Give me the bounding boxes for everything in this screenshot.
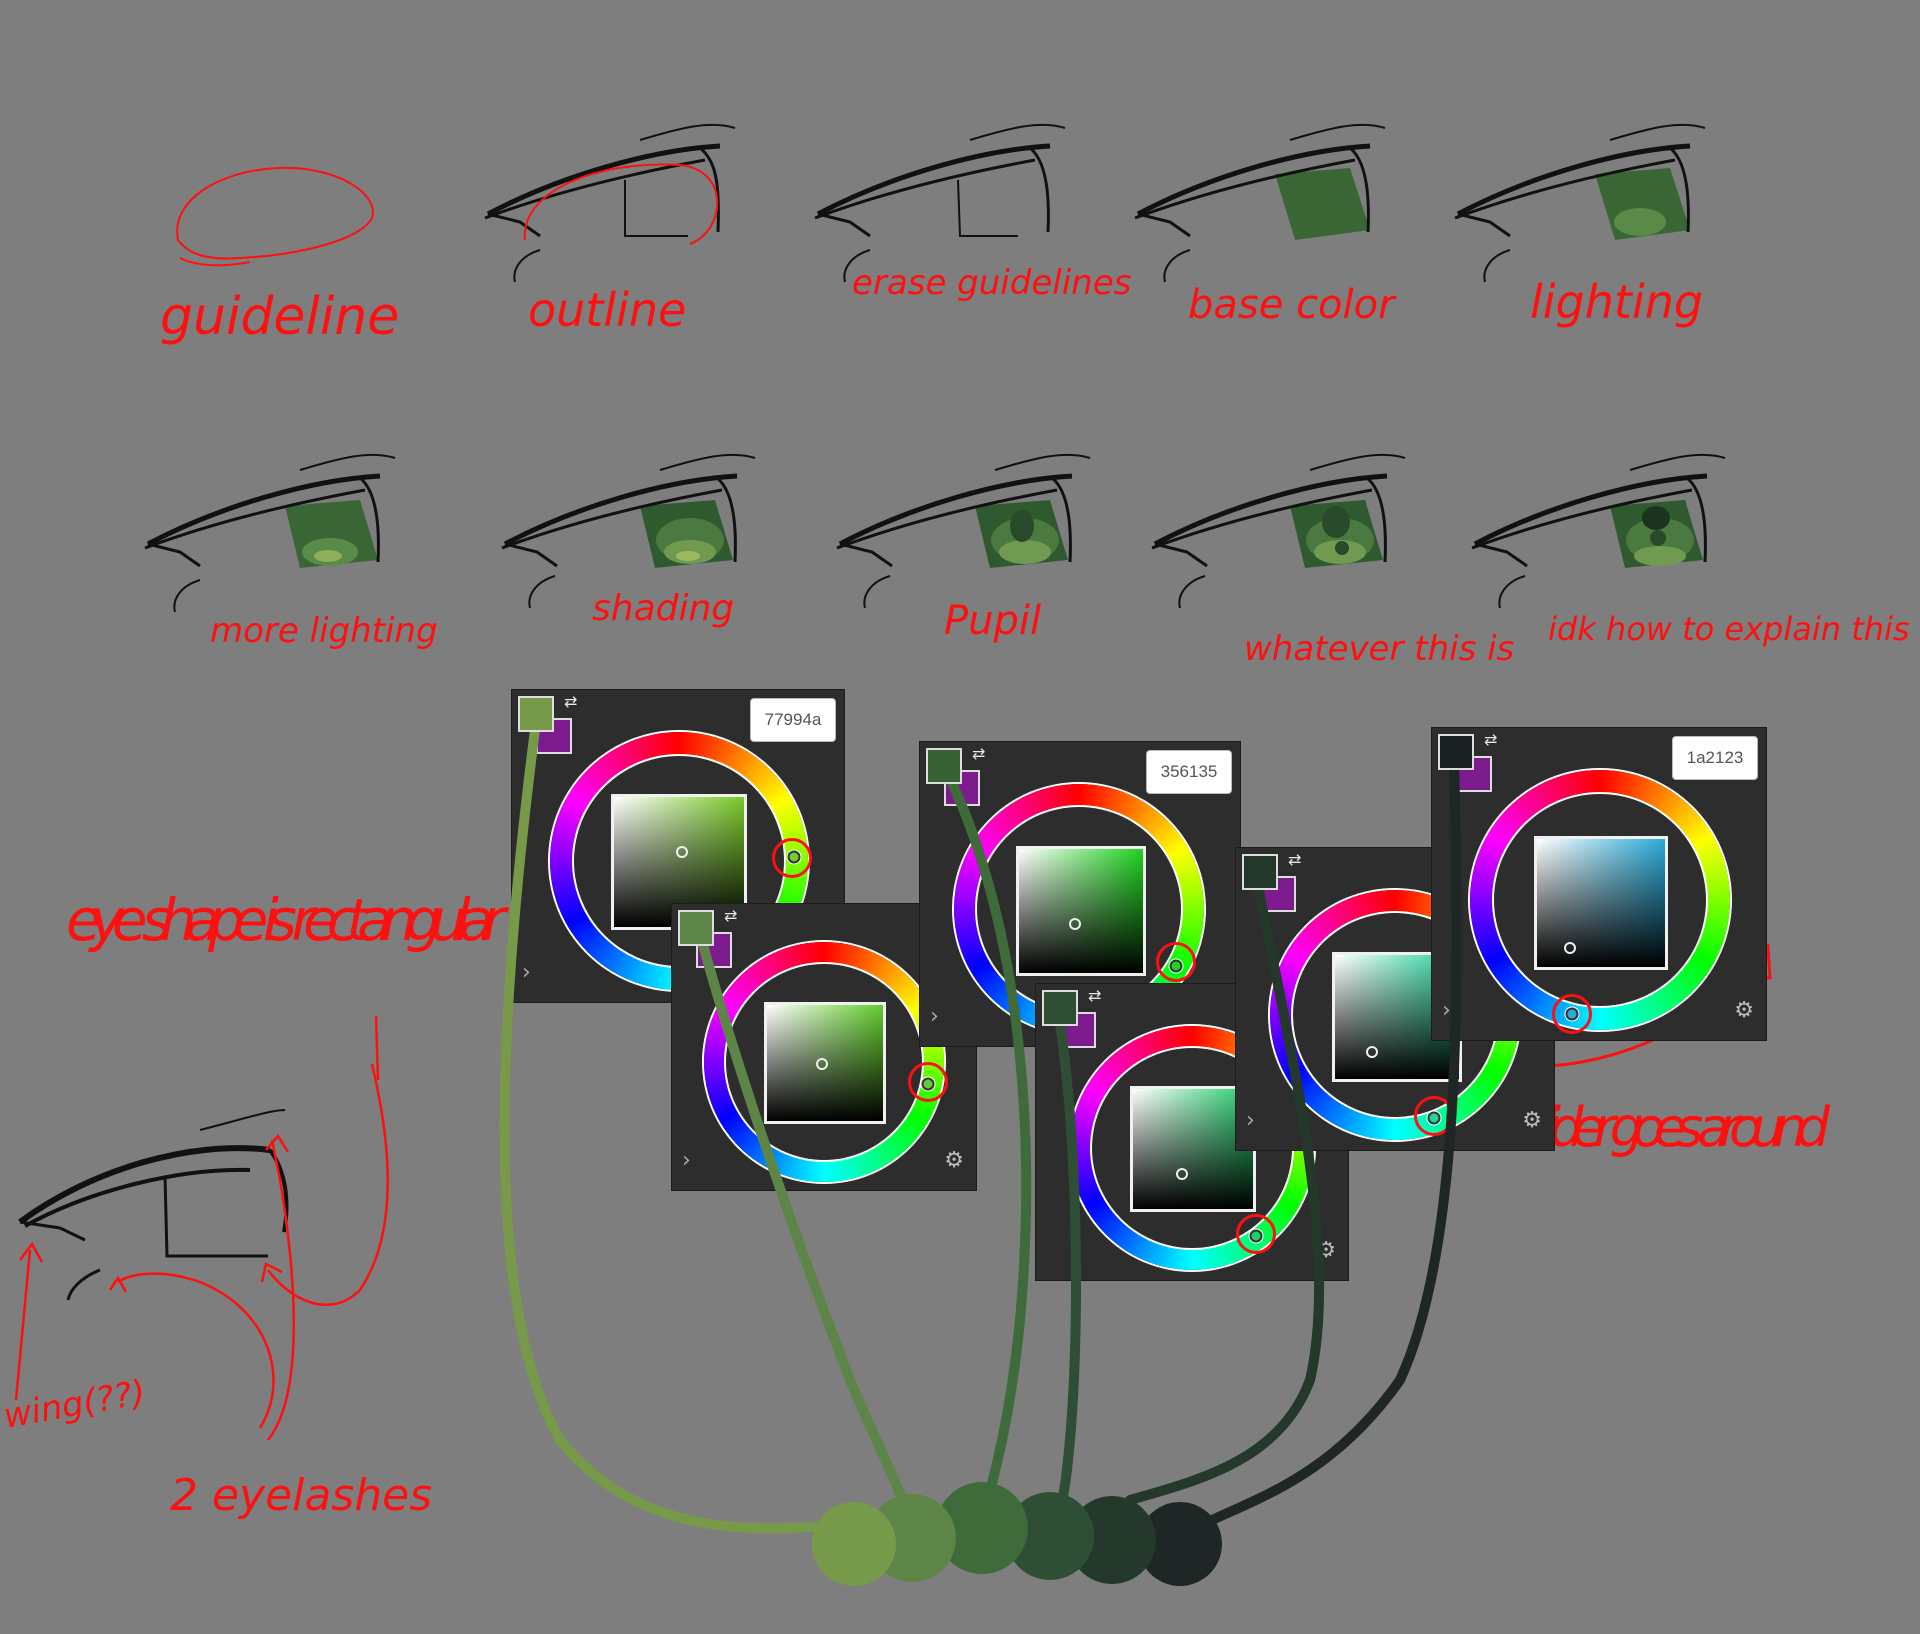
primary-color-swatch[interactable] [926,748,962,784]
swap-icon[interactable]: ⇄ [724,906,738,925]
label-whatever: whatever this is [1244,629,1514,669]
label-erase-guidelines: erase guidelines [852,263,1131,303]
sv-cursor[interactable] [676,846,688,858]
note-eyelashes: 2 eyelashes [170,1470,432,1521]
sv-black-layer [1537,839,1665,967]
eye-step-base-color [1134,123,1386,283]
primary-color-swatch[interactable] [1042,990,1078,1026]
label-more-lighting: more lighting [210,611,438,651]
eye-step-outline [484,123,736,283]
primary-color-swatch[interactable] [1438,734,1474,770]
eye-step-erase [814,123,1066,283]
swap-icon[interactable]: ⇄ [564,692,578,711]
label-shading: shading [592,588,734,629]
gear-icon[interactable]: ⚙ [1316,1238,1336,1263]
chevron-right-icon[interactable]: › [930,1004,939,1029]
note-eye-shape-1: eye shape is rectangular [66,886,509,954]
chevron-right-icon[interactable]: › [1246,1108,1255,1133]
note-slider: Slider goes around [1520,1096,1831,1159]
color-picker-panel-6[interactable]: ⇄ 1a2123 › ⚙ [1432,728,1766,1040]
swap-icon[interactable]: ⇄ [1484,730,1498,749]
eye-step-guideline [176,166,375,267]
annotation-circle [772,838,812,878]
swap-icon[interactable]: ⇄ [1088,986,1102,1005]
annotation-circle [1414,1096,1454,1136]
sv-cursor[interactable] [1176,1168,1188,1180]
example-eye-diagram [14,1015,389,1441]
primary-color-swatch[interactable] [678,910,714,946]
saturation-value-square[interactable] [1534,836,1668,970]
hex-input[interactable]: 356135 [1146,750,1232,794]
label-idk: idk how to explain this [1548,610,1910,648]
chevron-right-icon[interactable]: › [682,1148,691,1173]
annotation-circle [1236,1214,1276,1254]
note-wing: wing(??) [1,1373,149,1437]
annotation-circle [1156,942,1196,982]
hex-input[interactable]: 1a2123 [1672,736,1758,780]
hex-input[interactable]: 77994a [750,698,836,742]
primary-color-swatch[interactable] [1242,854,1278,890]
sv-cursor[interactable] [1564,942,1576,954]
swap-icon[interactable]: ⇄ [972,744,986,763]
eye-step-more-lighting [144,453,396,613]
primary-color-swatch[interactable] [518,696,554,732]
label-guideline: guideline [160,287,399,347]
annotation-circle [1552,994,1592,1034]
sv-black-layer [1019,849,1143,973]
sv-cursor[interactable] [1366,1046,1378,1058]
sv-cursor[interactable] [1069,918,1081,930]
gear-icon[interactable]: ⚙ [1734,998,1754,1023]
sv-cursor[interactable] [816,1058,828,1070]
swap-icon[interactable]: ⇄ [1288,850,1302,869]
label-lighting: lighting [1530,275,1703,329]
eye-step-lighting [1454,123,1706,283]
gear-icon[interactable]: ⚙ [1522,1108,1542,1133]
label-outline: outline [528,283,686,337]
eye-step-idk [1471,453,1726,609]
eye-step-shading [501,453,756,609]
gear-icon[interactable]: ⚙ [944,1148,964,1173]
annotation-circle [908,1062,948,1102]
label-pupil: Pupil [944,598,1041,644]
chevron-right-icon[interactable]: › [522,960,531,985]
eye-step-pupil [836,453,1091,609]
saturation-value-square[interactable] [1016,846,1146,976]
sv-black-layer [1133,1089,1253,1209]
eye-step-whatever [1151,453,1406,609]
label-base-color: base color [1188,282,1397,328]
chevron-right-icon[interactable]: › [1442,998,1451,1023]
